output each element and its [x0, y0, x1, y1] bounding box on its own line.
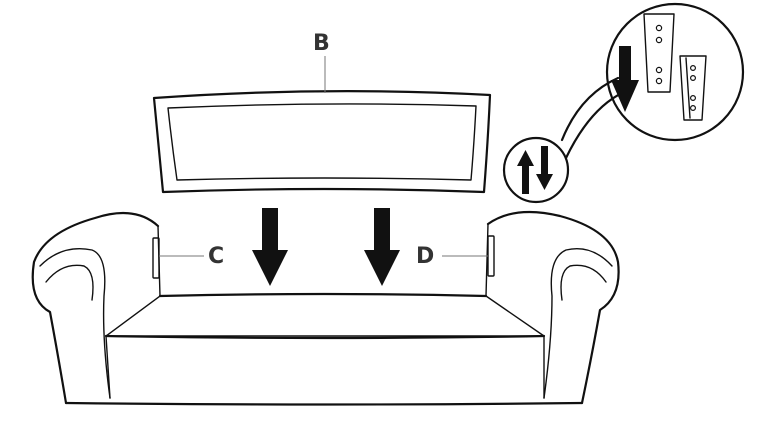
upper-bracket-piece — [643, 13, 675, 93]
arrow-down-icon — [611, 46, 639, 112]
label-b: B — [313, 31, 330, 56]
up-down-arrows-icon — [517, 146, 553, 194]
right-bracket-slot — [487, 235, 495, 277]
label-c: C — [208, 244, 224, 269]
sofa-base — [31, 210, 620, 406]
label-d: D — [416, 244, 434, 269]
backrest-panel — [152, 90, 492, 194]
arrow-down-icon — [364, 208, 400, 286]
left-bracket-slot — [152, 237, 160, 279]
arrow-down-icon — [252, 208, 288, 286]
lower-bracket-piece — [679, 55, 707, 121]
sofa-right-arm — [486, 210, 620, 405]
sofa-left-arm — [31, 212, 160, 405]
detail-callout — [502, 2, 745, 204]
